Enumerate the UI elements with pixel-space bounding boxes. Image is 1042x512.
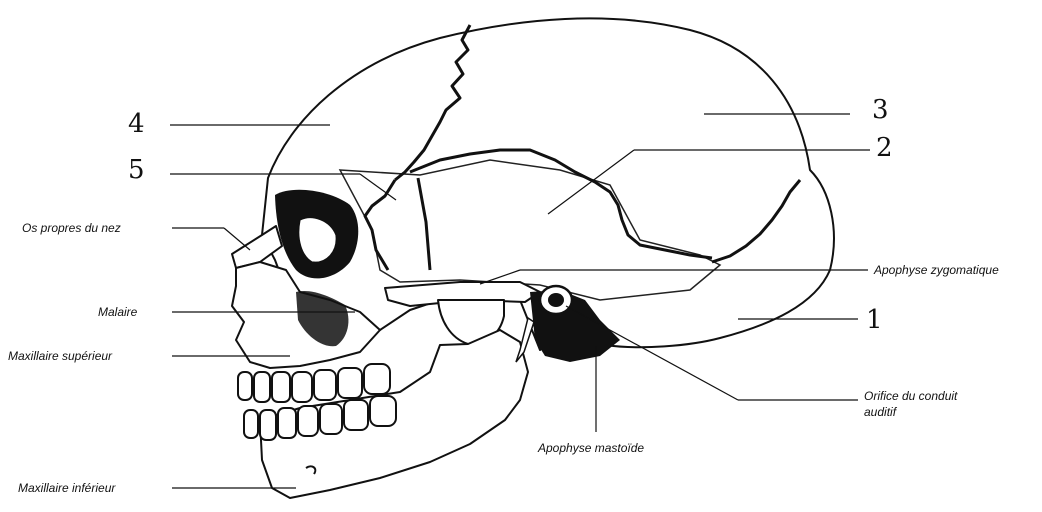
label-malaire: Malaire: [98, 305, 138, 319]
skull-illustration: [232, 18, 834, 498]
number-2: 2: [876, 133, 893, 163]
number-4: 4: [128, 109, 145, 139]
label-orifice-line2: auditif: [864, 405, 898, 419]
number-5: 5: [128, 155, 145, 185]
label-orifice-line1: Orifice du conduit: [864, 389, 958, 403]
label-apophyse-mastoide: Apophyse mastoïde: [537, 441, 644, 455]
ear-canal-inner: [548, 293, 564, 307]
label-apophyse-zygomatique: Apophyse zygomatique: [873, 263, 999, 277]
label-maxillaire-inferieur: Maxillaire inférieur: [18, 481, 116, 495]
number-1: 1: [866, 305, 883, 335]
styloid-process: [516, 318, 534, 362]
label-os-propres-du-nez: Os propres du nez: [22, 221, 121, 235]
nasal-bone: [232, 226, 282, 268]
number-3: 3: [872, 95, 889, 125]
leader-os-propres-diag: [224, 228, 250, 250]
label-maxillaire-superieur: Maxillaire supérieur: [8, 349, 113, 363]
